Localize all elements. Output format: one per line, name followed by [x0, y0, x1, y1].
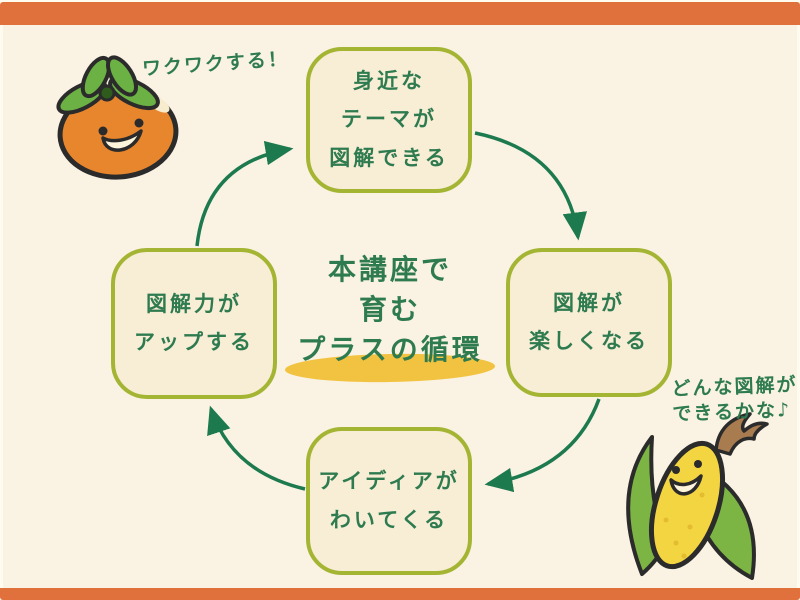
box-bottom-line-1: アイディアが	[318, 469, 460, 494]
corn-speech-line-2: できるかな♪	[672, 399, 792, 426]
box-top-line-2: テーマが	[341, 107, 437, 132]
cycle-box-diagramming-fun: 図解が 楽しくなる	[506, 248, 672, 397]
title-line-3: プラスの循環	[297, 333, 483, 366]
corn-character-icon	[626, 412, 769, 580]
title-line-1: 本講座で	[327, 253, 452, 286]
corn-speckles-icon	[663, 492, 705, 559]
box-right-line-1: 図解が	[553, 290, 625, 315]
cycle-box-skill-up: 図解力が アップする	[111, 248, 277, 399]
box-top-line-1: 身近な	[353, 69, 425, 94]
box-left-line-2: アップする	[134, 330, 254, 354]
title-line-2: 育む	[358, 293, 421, 326]
persimmon-character-icon	[56, 55, 179, 180]
box-right-line-2: 楽しくなる	[529, 329, 649, 353]
bottom-orange-bar	[0, 588, 800, 600]
arrow-top-to-right	[474, 131, 587, 241]
cycle-box-familiar-themes: 身近な テーマが 図解できる	[306, 47, 472, 193]
top-orange-bar	[0, 2, 800, 25]
cycle-arrows	[195, 131, 601, 493]
cycle-box-ideas-flow: アイディアが わいてくる	[306, 427, 472, 575]
arrow-bottom-to-left	[207, 405, 306, 491]
corn-speech-text: どんな図解が できるかな♪	[671, 373, 799, 427]
arrow-right-to-bottom	[484, 398, 601, 493]
arrow-left-to-top	[195, 140, 294, 247]
box-left-line-1: 図解力が	[146, 291, 242, 316]
center-title: 本講座で 育む プラスの循環	[280, 250, 500, 384]
box-top-line-3: 図解できる	[329, 145, 449, 170]
box-bottom-line-2: わいてくる	[329, 507, 449, 532]
